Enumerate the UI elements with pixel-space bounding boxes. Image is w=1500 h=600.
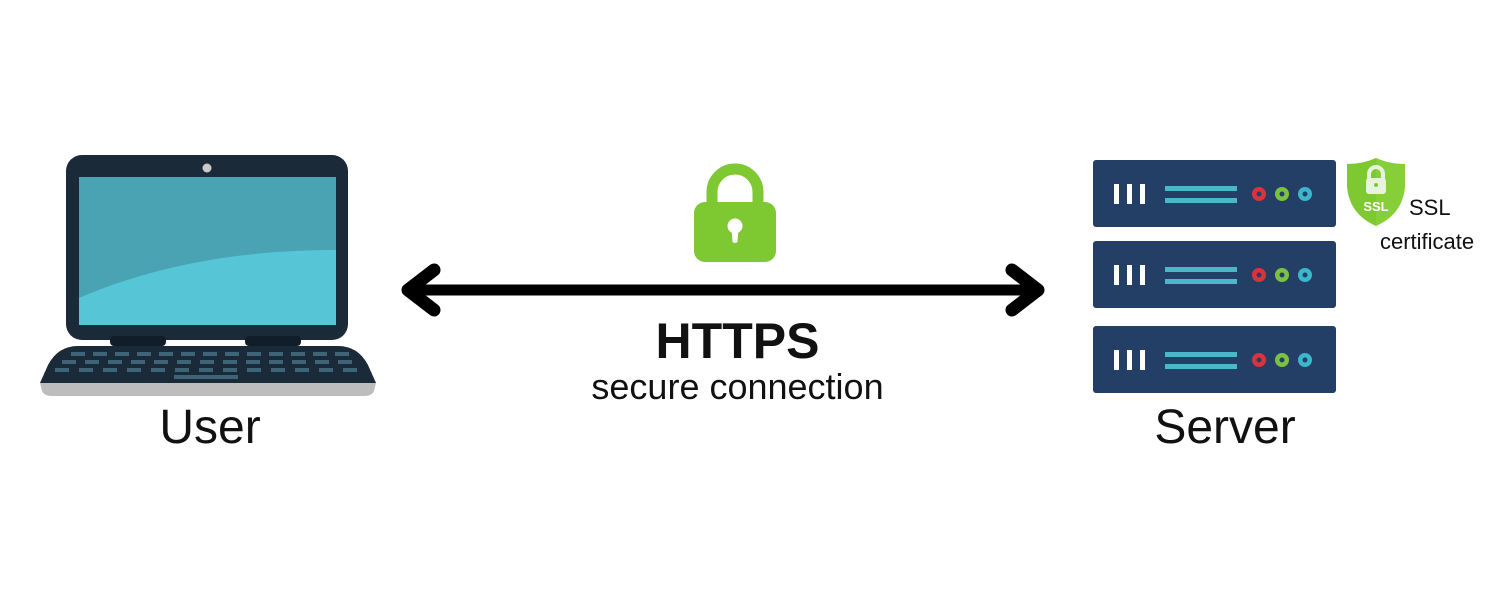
- server-unit: [1093, 160, 1336, 227]
- padlock-icon: [694, 163, 776, 262]
- ssl-shield-icon: SSL: [1347, 158, 1405, 226]
- laptop-icon: [40, 155, 376, 396]
- ssl-label: SSL: [1409, 195, 1451, 220]
- ssl-certificate-label: certificate: [1380, 229, 1475, 254]
- ssl-shield-text: SSL: [1363, 199, 1388, 214]
- user-label: User: [159, 401, 261, 454]
- bidirectional-arrow: [401, 263, 1045, 317]
- https-subtitle: secure connection: [591, 366, 884, 407]
- server-unit: [1093, 326, 1336, 393]
- server-unit: [1093, 241, 1336, 308]
- https-title: HTTPS: [655, 313, 820, 369]
- server-rack-icon: [1093, 160, 1336, 393]
- server-label: Server: [1154, 401, 1296, 454]
